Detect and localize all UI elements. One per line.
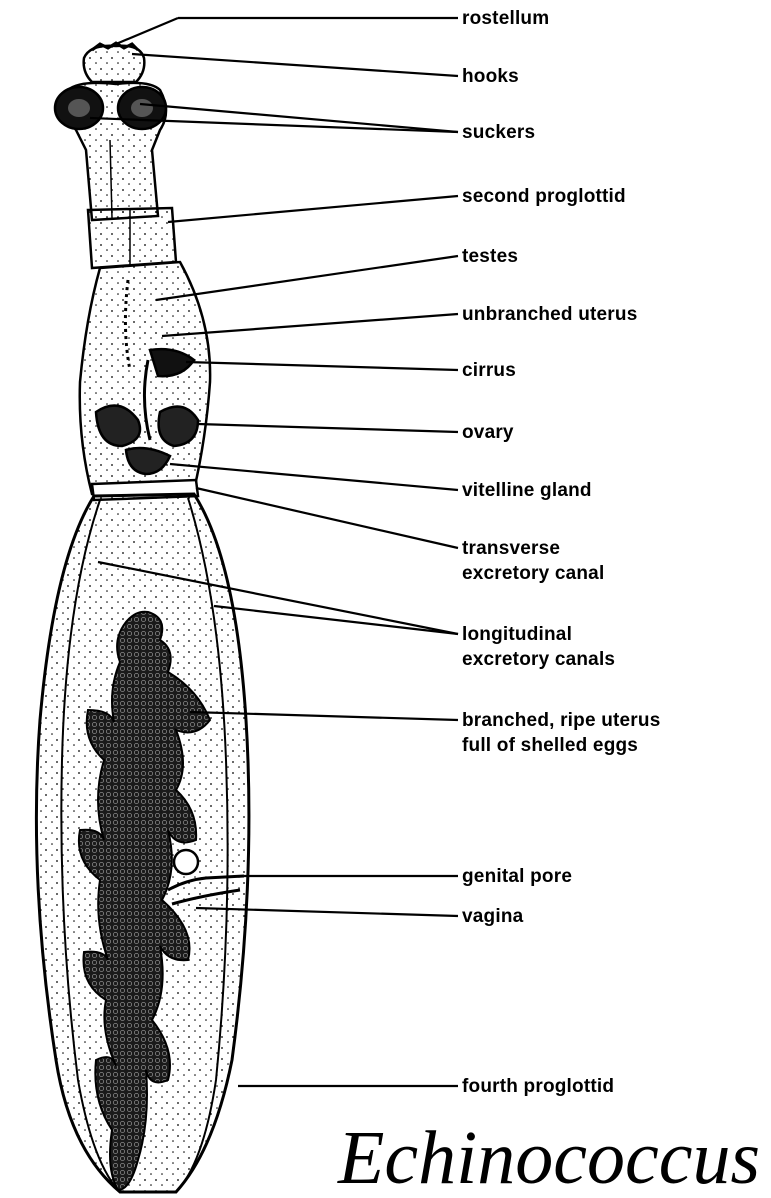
leader-transverse-canal — [196, 488, 458, 548]
label-rostellum: rostellum — [462, 7, 549, 30]
label-longitudinal-canals-2: excretory canals — [462, 648, 615, 671]
label-ovary: ovary — [462, 421, 514, 444]
leader-rostellum — [116, 18, 178, 44]
label-hooks: hooks — [462, 65, 519, 88]
label-ripe-uterus-2: full of shelled eggs — [462, 734, 638, 757]
leader-ovary — [198, 424, 458, 432]
label-vagina: vagina — [462, 905, 523, 928]
second-proglottid-shape — [88, 208, 176, 268]
leader-cirrus — [186, 362, 458, 370]
leader-second-proglottid — [168, 196, 458, 222]
label-vitelline-gland: vitelline gland — [462, 479, 592, 502]
gravid-proglottid — [36, 494, 249, 1192]
label-ripe-uterus-1: branched, ripe uterus — [462, 709, 660, 732]
leader-vitelline-gland — [170, 464, 458, 490]
label-fourth-proglottid: fourth proglottid — [462, 1075, 614, 1098]
mature-proglottid — [80, 262, 210, 494]
label-testes: testes — [462, 245, 518, 268]
seminal-receptacle — [174, 850, 198, 874]
label-longitudinal-canals-1: longitudinal — [462, 623, 572, 646]
label-suckers: suckers — [462, 121, 535, 144]
label-cirrus: cirrus — [462, 359, 516, 382]
label-unbranched-uterus: unbranched uterus — [462, 303, 637, 326]
label-genital-pore: genital pore — [462, 865, 572, 888]
label-second-proglottid: second proglottid — [462, 185, 626, 208]
rostellum-shape — [84, 46, 145, 82]
leader-suckers-1 — [140, 104, 458, 132]
caption-genus: Echinococcus — [338, 1118, 760, 1198]
leader-testes — [156, 256, 458, 300]
label-transverse-canal-2: excretory canal — [462, 562, 604, 585]
label-transverse-canal-1: transverse — [462, 537, 560, 560]
scolex — [55, 43, 166, 220]
leader-hooks — [132, 54, 458, 76]
leader-unbranched-uterus — [162, 314, 458, 336]
